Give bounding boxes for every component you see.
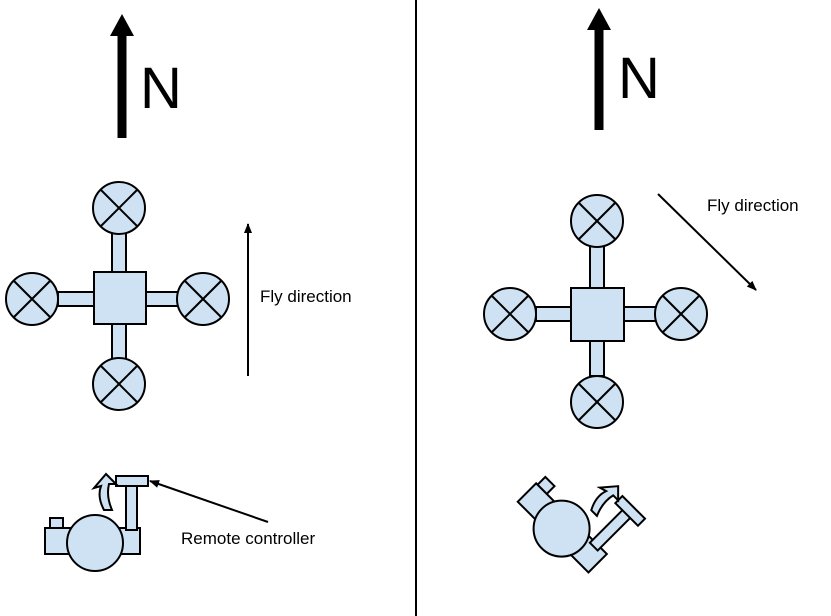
north-indicator: N <box>110 14 182 138</box>
quadcopter-arm-bottom <box>589 339 605 377</box>
propeller-right-icon <box>654 287 708 341</box>
right-panel: N Fly dire <box>483 8 799 574</box>
fly-direction-label: Fly direction <box>707 196 799 215</box>
remote-controller-icon <box>115 475 149 487</box>
quadcopter-arm-right <box>623 306 659 322</box>
propeller-left-icon <box>5 272 59 326</box>
quadcopter-arm-left <box>57 291 97 307</box>
quadcopter-arm-top <box>111 231 127 275</box>
rotation-arrow-icon <box>91 472 119 511</box>
propeller-top-icon <box>92 181 146 235</box>
pilot-head <box>532 499 591 558</box>
pilot-figure-rotated <box>516 475 647 574</box>
propeller-left-icon <box>483 287 537 341</box>
quadcopter-arm-top <box>589 245 605 289</box>
north-arrowhead <box>587 8 611 30</box>
propeller-bottom-icon <box>570 375 624 429</box>
remote-controller-label: Remote controller <box>181 529 316 548</box>
quadcopter-arm-bottom <box>111 323 127 361</box>
remote-controller-pointer <box>149 480 269 523</box>
fly-direction-label: Fly direction <box>260 287 352 306</box>
north-arrowhead <box>110 14 134 36</box>
quadcopter <box>5 181 230 411</box>
rotation-arrow-icon <box>590 485 620 518</box>
quadcopter-arm-right <box>145 291 181 307</box>
quadcopter-body <box>570 287 625 342</box>
pilot-head <box>66 514 124 572</box>
north-label: N <box>140 56 182 121</box>
propeller-bottom-icon <box>92 357 146 411</box>
quadcopter-arm-left <box>535 306 573 322</box>
quadcopter-right <box>483 194 708 429</box>
fly-direction-arrow <box>657 193 757 291</box>
pilot-figure <box>44 472 149 572</box>
propeller-right-icon <box>176 272 230 326</box>
north-label: N <box>618 46 660 111</box>
left-panel: N Fly dire <box>5 14 352 572</box>
quadcopter-body <box>93 271 147 325</box>
north-indicator-right: N <box>587 8 660 130</box>
pilot-arm <box>125 481 138 531</box>
propeller-top-icon <box>570 194 624 248</box>
